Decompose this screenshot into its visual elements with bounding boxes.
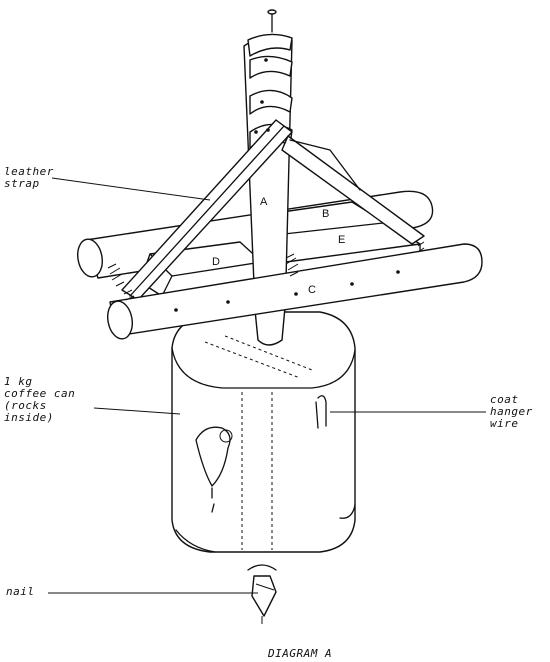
bolt-dots	[174, 58, 400, 312]
hatching	[107, 241, 425, 301]
label-coat-hanger-wire: coat hanger wire	[490, 393, 533, 430]
strap-on-post	[247, 33, 293, 149]
label-nail: nail	[6, 585, 35, 598]
part-label-e: E	[338, 234, 346, 246]
part-label-a: A	[260, 196, 268, 208]
top-nail	[267, 9, 277, 33]
diagram-caption: DIAGRAM A	[268, 647, 333, 660]
right-brace	[281, 135, 425, 245]
label-coffee-can: 1 kg coffee can (rocks inside)	[4, 375, 76, 424]
label-leather-strap: leather strap	[4, 165, 54, 190]
part-label-d: D	[212, 256, 220, 268]
leader-lines	[48, 177, 486, 594]
part-label-c: C	[308, 284, 316, 296]
coffee-can	[171, 311, 356, 553]
nail-drawing	[247, 564, 277, 624]
front-log-c	[107, 243, 483, 340]
part-label-b: B	[322, 208, 330, 220]
